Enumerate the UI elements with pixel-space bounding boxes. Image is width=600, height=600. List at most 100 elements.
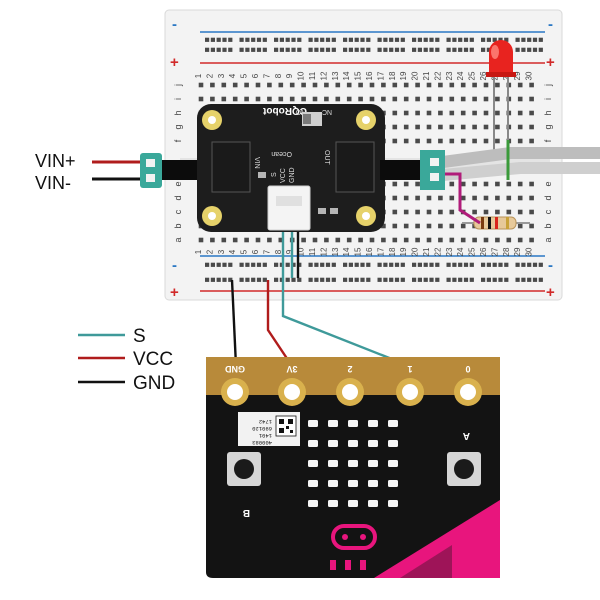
breadboard-hole xyxy=(449,195,455,201)
rail-hole xyxy=(279,37,284,42)
rail-hole xyxy=(481,277,486,282)
breadboard-hole xyxy=(517,82,523,88)
breadboard-hole xyxy=(483,195,489,201)
rail-hole xyxy=(262,262,267,267)
pin-label: 3V xyxy=(286,364,297,374)
breadboard-hole xyxy=(472,181,477,187)
row-letter: e xyxy=(543,181,553,186)
breadboard-hole xyxy=(449,96,455,102)
rail-hole xyxy=(515,37,520,42)
breadboard-hole xyxy=(392,195,398,201)
column-number-top: 2 xyxy=(205,73,214,78)
rail-hole xyxy=(429,277,434,282)
rail-hole xyxy=(389,277,394,282)
rail-hole xyxy=(205,262,210,267)
column-number-bottom: 21 xyxy=(422,247,431,256)
breadboard-hole xyxy=(232,237,238,243)
rail-hole xyxy=(452,37,457,42)
column-number-bottom: 29 xyxy=(513,247,522,256)
breadboard-hole xyxy=(472,138,477,144)
rail-hole xyxy=(251,262,256,267)
row-letter: d xyxy=(173,195,183,200)
rail-hole xyxy=(222,262,227,267)
led-pixel xyxy=(308,460,318,467)
breadboard-hole xyxy=(495,110,500,116)
rail-hole xyxy=(423,37,428,42)
breadboard-hole xyxy=(472,110,477,116)
header-label-vcc: VCC xyxy=(280,168,287,183)
led-pixel xyxy=(368,420,378,427)
led-pixel xyxy=(308,440,318,447)
breadboard-hole xyxy=(483,181,489,187)
button-b[interactable]: B xyxy=(227,452,261,518)
breadboard-hole xyxy=(415,237,420,243)
breadboard-hole xyxy=(495,96,500,102)
column-number-bottom: 1 xyxy=(194,249,203,254)
breadboard-hole xyxy=(472,96,477,102)
rail-hole xyxy=(366,262,371,267)
rail-hole xyxy=(521,37,526,42)
rail-hole xyxy=(228,277,233,282)
breadboard-hole xyxy=(244,96,249,102)
rail-hole xyxy=(463,262,469,267)
microbit-pin-2[interactable]: 2 xyxy=(336,364,364,406)
rail-hole xyxy=(504,262,509,267)
breadboard-hole xyxy=(392,124,398,130)
rail-hole xyxy=(210,47,215,52)
column-number-top: 5 xyxy=(240,73,249,78)
rail-hole xyxy=(331,262,336,267)
column-number-bottom: 16 xyxy=(365,247,374,256)
row-letter: c xyxy=(543,209,553,214)
rail-hole xyxy=(417,277,422,282)
breadboard-hole xyxy=(255,96,261,102)
column-number-top: 1 xyxy=(194,73,203,78)
rail-hole xyxy=(469,277,474,282)
rail-hole xyxy=(308,47,313,52)
button-a[interactable]: A xyxy=(447,430,481,486)
legend-label-gnd: GND xyxy=(133,373,175,394)
signal-wires xyxy=(230,232,408,367)
breadboard-hole xyxy=(483,82,489,88)
breadboard-hole xyxy=(460,223,466,229)
microbit-pin-gnd[interactable]: GND xyxy=(221,364,249,406)
rail-hole xyxy=(205,37,210,42)
rail-hole xyxy=(377,47,382,52)
breadboard-hole xyxy=(198,82,204,88)
microbit-pin-1[interactable]: 1 xyxy=(396,364,424,406)
microbit-pin-0[interactable]: 0 xyxy=(454,364,482,406)
microbit-pin-3v[interactable]: 3V xyxy=(278,364,306,406)
rail-hole xyxy=(417,47,422,52)
rail-hole xyxy=(325,47,331,52)
column-number-bottom: 2 xyxy=(205,249,214,254)
rail-hole xyxy=(216,37,221,42)
column-number-bottom: 17 xyxy=(376,247,385,256)
breadboard-hole xyxy=(289,96,295,102)
rail-hole xyxy=(446,37,451,42)
column-number-bottom: 30 xyxy=(525,247,534,256)
rail-hole xyxy=(366,47,371,52)
breadboard-hole xyxy=(438,138,443,144)
column-number-top: 11 xyxy=(308,71,317,80)
breadboard-hole xyxy=(517,96,523,102)
breadboard-hole xyxy=(529,223,534,229)
led-pixel xyxy=(368,440,378,447)
rail-hole xyxy=(446,277,451,282)
rail-hole xyxy=(239,277,244,282)
breadboard-hole xyxy=(392,223,398,229)
row-letter: d xyxy=(543,195,553,200)
led-pixel xyxy=(388,480,398,487)
rail-hole xyxy=(527,277,532,282)
breadboard-hole xyxy=(483,209,489,215)
rail-hole xyxy=(354,37,359,42)
breadboard-hole xyxy=(506,195,512,201)
column-number-bottom: 14 xyxy=(342,247,351,256)
rail-hole xyxy=(394,277,400,282)
breadboard-hole xyxy=(301,237,306,243)
rail-hole xyxy=(205,47,210,52)
rail-hole xyxy=(274,47,279,52)
rail-hole xyxy=(400,262,405,267)
column-number-top: 21 xyxy=(422,71,431,80)
column-number-bottom: 18 xyxy=(388,247,397,256)
breadboard-hole xyxy=(267,96,272,102)
breadboard-hole xyxy=(495,237,500,243)
